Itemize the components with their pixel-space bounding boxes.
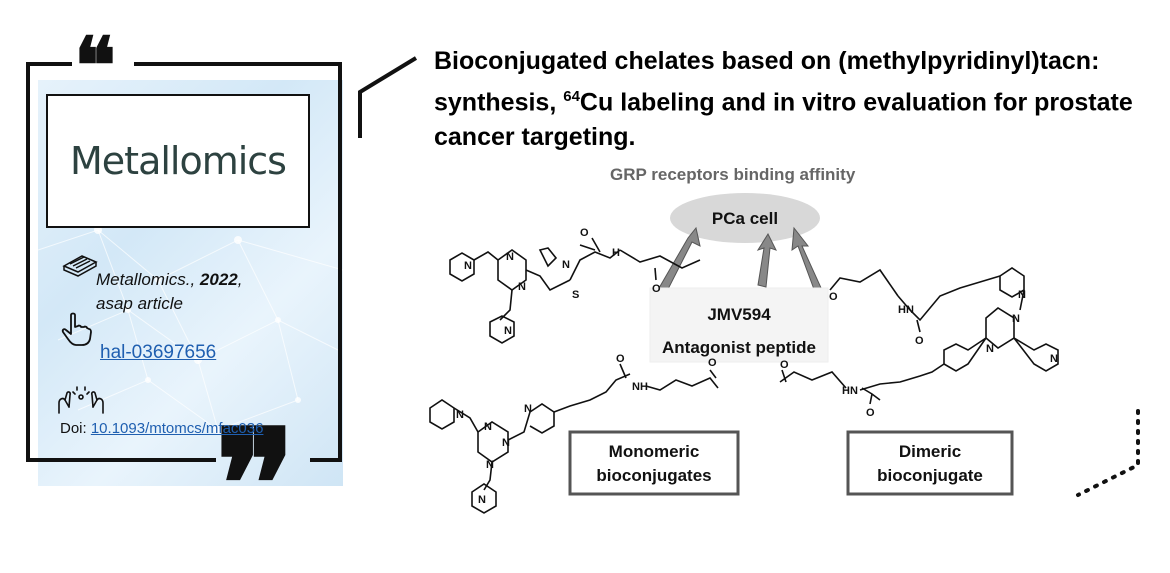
atom-n-9: N xyxy=(1050,353,1058,365)
atom-o-1: O xyxy=(580,227,589,239)
journal-logo-box: Metallomics xyxy=(46,94,310,228)
doi-prefix: Doi: xyxy=(60,420,91,437)
peptide-name: JMV594 xyxy=(707,305,771,324)
dimeric-line2: bioconjugate xyxy=(877,466,983,485)
network-decoration xyxy=(38,226,343,434)
hand-pointer-icon xyxy=(61,312,92,346)
article-title: Bioconjugated chelates based on (methylp… xyxy=(434,44,1134,155)
atom-n-14: N xyxy=(524,403,532,415)
atom-n-1: N xyxy=(464,260,472,272)
atom-o-3: O xyxy=(829,291,838,303)
atom-n-12: N xyxy=(502,437,510,449)
molecule-bottom-left xyxy=(429,363,719,514)
dimeric-box xyxy=(846,430,1014,496)
frame-bottom-left xyxy=(26,458,216,462)
doi-line: Doi: 10.1093/mtomcs/mfac036 xyxy=(60,420,263,437)
atom-s-1: S xyxy=(572,289,579,301)
journal-logo: Metallomics xyxy=(70,139,287,183)
frame-right xyxy=(338,62,342,462)
atom-nh-1: H xyxy=(612,247,620,259)
atom-o-6: O xyxy=(708,357,717,369)
monomeric-line2: bioconjugates xyxy=(596,466,711,485)
quote-open-icon: ❝ xyxy=(74,21,116,112)
hands-doi-icon xyxy=(58,386,104,414)
atom-n-5: N xyxy=(504,325,512,337)
frame-top-right xyxy=(134,62,342,66)
peptide-desc: Antagonist peptide xyxy=(662,338,816,357)
atom-o-7: O xyxy=(780,359,789,371)
binding-arrows xyxy=(654,226,823,300)
title-part1: Bioconjugated chelates based on (methylp… xyxy=(434,47,1100,117)
dimeric-line1: Dimeric xyxy=(899,442,961,461)
citation-status: asap article xyxy=(96,294,183,313)
atom-n-7: N xyxy=(1012,313,1020,325)
monomeric-line1: Monomeric xyxy=(609,442,700,461)
title-bracket xyxy=(358,56,418,138)
graphical-abstract: GRP receptors binding affinity PCa cell … xyxy=(429,165,1059,514)
frame-bottom-right xyxy=(310,458,342,462)
atom-nh-2: NH xyxy=(632,381,648,393)
figure-heading: GRP receptors binding affinity xyxy=(610,165,856,184)
atom-n-15: N xyxy=(478,494,486,506)
monomeric-box xyxy=(568,430,740,496)
molecule-right xyxy=(829,267,1059,391)
atom-n-10: N xyxy=(456,409,464,421)
atom-o-2: O xyxy=(652,283,661,295)
hal-link[interactable]: hal-03697656 xyxy=(100,342,217,363)
atom-n-8: N xyxy=(986,343,994,355)
atom-n-11: N xyxy=(484,421,492,433)
atom-o-8: O xyxy=(866,407,875,419)
dotted-decoration xyxy=(1076,409,1140,497)
atom-n-13: N xyxy=(486,459,494,471)
frame-top-left xyxy=(26,62,72,66)
pca-cell-ellipse xyxy=(670,193,820,243)
title-isotope: 64 xyxy=(563,88,580,105)
pca-cell-label: PCa cell xyxy=(712,209,778,228)
atom-hn-1: HN xyxy=(898,304,914,316)
citation-year-suffix: , xyxy=(237,270,243,289)
atom-n-3: N xyxy=(518,281,526,293)
atom-n-6: N xyxy=(1018,289,1026,301)
frame-left xyxy=(26,62,30,462)
journal-icon xyxy=(62,255,98,277)
atom-hn-2: HN xyxy=(842,385,858,397)
quote-close-icon: ❞ xyxy=(215,397,296,573)
peptide-box xyxy=(649,287,829,363)
citation-journal: Metallomics., xyxy=(96,270,196,289)
atom-n-4: N xyxy=(562,259,570,271)
title-part2: Cu labeling and in vitro evaluation for … xyxy=(434,88,1133,152)
citation-line: Metallomics., 2022, xyxy=(96,270,242,290)
citation-year: 2022 xyxy=(199,270,238,289)
linker-bottom-right xyxy=(779,369,881,405)
atom-n-2: N xyxy=(506,251,514,263)
atom-o-5: O xyxy=(616,353,625,365)
molecule-top-left xyxy=(449,237,701,344)
doi-link[interactable]: 10.1093/mtomcs/mfac036 xyxy=(90,420,264,437)
atom-o-4: O xyxy=(915,335,924,347)
